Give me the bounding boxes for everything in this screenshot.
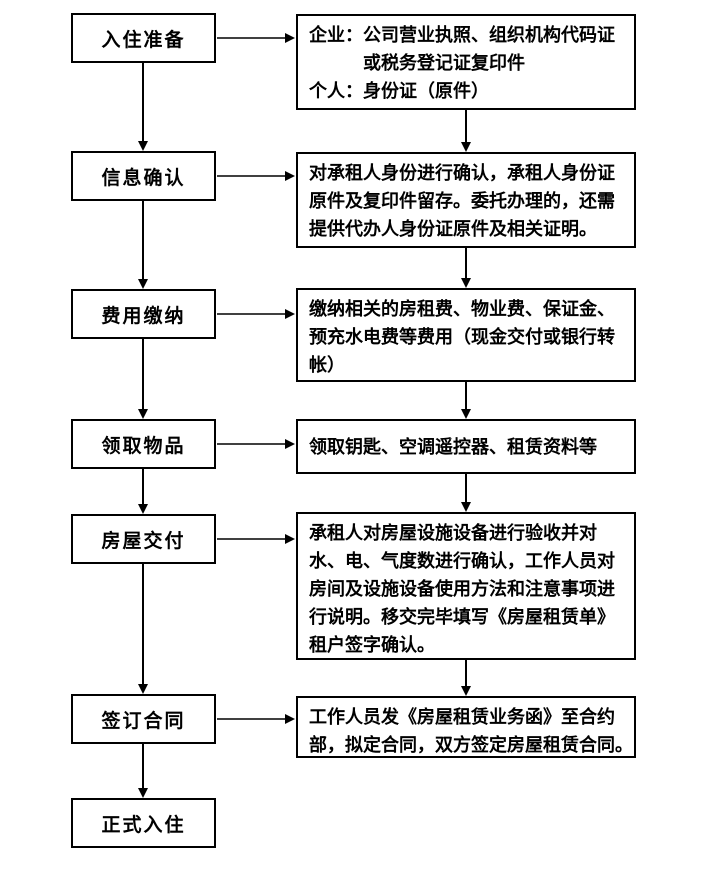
arrow-head-down-icon [138,788,148,798]
arrow-head-down-icon [461,686,471,696]
arrow-head-right-icon [285,714,295,724]
step-label: 信息确认 [101,167,186,189]
arrow-head-down-icon [138,409,148,419]
step-label: 签订合同 [101,710,186,732]
arrow-head-down-icon [138,684,148,694]
step-box-house-handover: 房屋交付 [71,514,216,564]
detail-line: 原件及复印件留存。委托办理的，还需 [309,191,615,211]
detail-box-sign-contract: 工作人员发《房屋租赁业务函》至合约 部，拟定合同，双方签定房屋租赁合同。 [296,696,636,758]
detail-line: 对承租人身份进行确认，承租人身份证 [309,163,615,183]
step-box-move-in-preparation: 入住准备 [71,13,216,63]
step-label: 房屋交付 [101,530,186,552]
detail-line: 或税务登记证复印件 [309,53,525,73]
detail-box-fee-payment: 缴纳相关的房租费、物业费、保证金、 预充水电费等费用（现金交付或银行转 帐） [296,288,636,382]
arrow-head-down-icon [461,278,471,288]
detail-line: 预充水电费等费用（现金交付或银行转 [309,327,615,347]
detail-line: 帐） [309,355,345,375]
arrow-head-right-icon [285,439,295,449]
detail-line: 部，拟定合同，双方签定房屋租赁合同。 [309,735,633,755]
arrow-head-right-icon [285,171,295,181]
detail-line: 领取钥匙、空调遥控器、租赁资料等 [309,436,597,457]
arrow-head-down-icon [138,141,148,151]
arrow-head-down-icon [461,409,471,419]
detail-line: 提供代办人身份证原件及相关证明。 [309,219,597,239]
detail-box-information-confirmation: 对承租人身份进行确认，承租人身份证 原件及复印件留存。委托办理的，还需 提供代办… [296,152,636,248]
arrow-head-right-icon [285,534,295,544]
step-label: 正式入住 [101,814,186,836]
step-label: 领取物品 [101,435,186,457]
step-box-sign-contract: 签订合同 [71,694,216,744]
arrow-head-down-icon [138,504,148,514]
step-label: 费用缴纳 [101,305,186,327]
detail-line: 缴纳相关的房租费、物业费、保证金、 [309,299,615,319]
arrow-head-down-icon [461,502,471,512]
arrow-head-down-icon [461,142,471,152]
detail-box-collect-items: 领取钥匙、空调遥控器、租赁资料等 [296,419,636,474]
detail-line: 个人：身份证（原件） [309,81,489,101]
detail-line: 承租人对房屋设施设备进行验收并对 [309,523,597,543]
step-box-fee-payment: 费用缴纳 [71,289,216,339]
detail-line: 房间及设施设备使用方法和注意事项进 [309,579,615,599]
step-box-collect-items: 领取物品 [71,419,216,469]
detail-line: 企业：公司营业执照、组织机构代码证 [309,25,615,45]
step-label: 入住准备 [101,29,186,51]
step-box-information-confirmation: 信息确认 [71,151,216,201]
detail-box-house-handover: 承租人对房屋设施设备进行验收并对 水、电、气度数进行确认，工作人员对 房间及设施… [296,512,636,660]
arrow-head-right-icon [285,33,295,43]
step-box-official-move-in: 正式入住 [71,798,216,848]
detail-line: 租户签字确认。 [309,635,435,655]
arrow-head-down-icon [138,279,148,289]
detail-line: 水、电、气度数进行确认，工作人员对 [309,551,615,571]
arrow-head-right-icon [285,309,295,319]
detail-line: 行说明。移交完毕填写《房屋租赁单》 [309,607,615,627]
detail-line: 工作人员发《房屋租赁业务函》至合约 [309,707,615,727]
detail-box-move-in-preparation: 企业：公司营业执照、组织机构代码证 或税务登记证复印件 个人：身份证（原件） [296,14,636,110]
